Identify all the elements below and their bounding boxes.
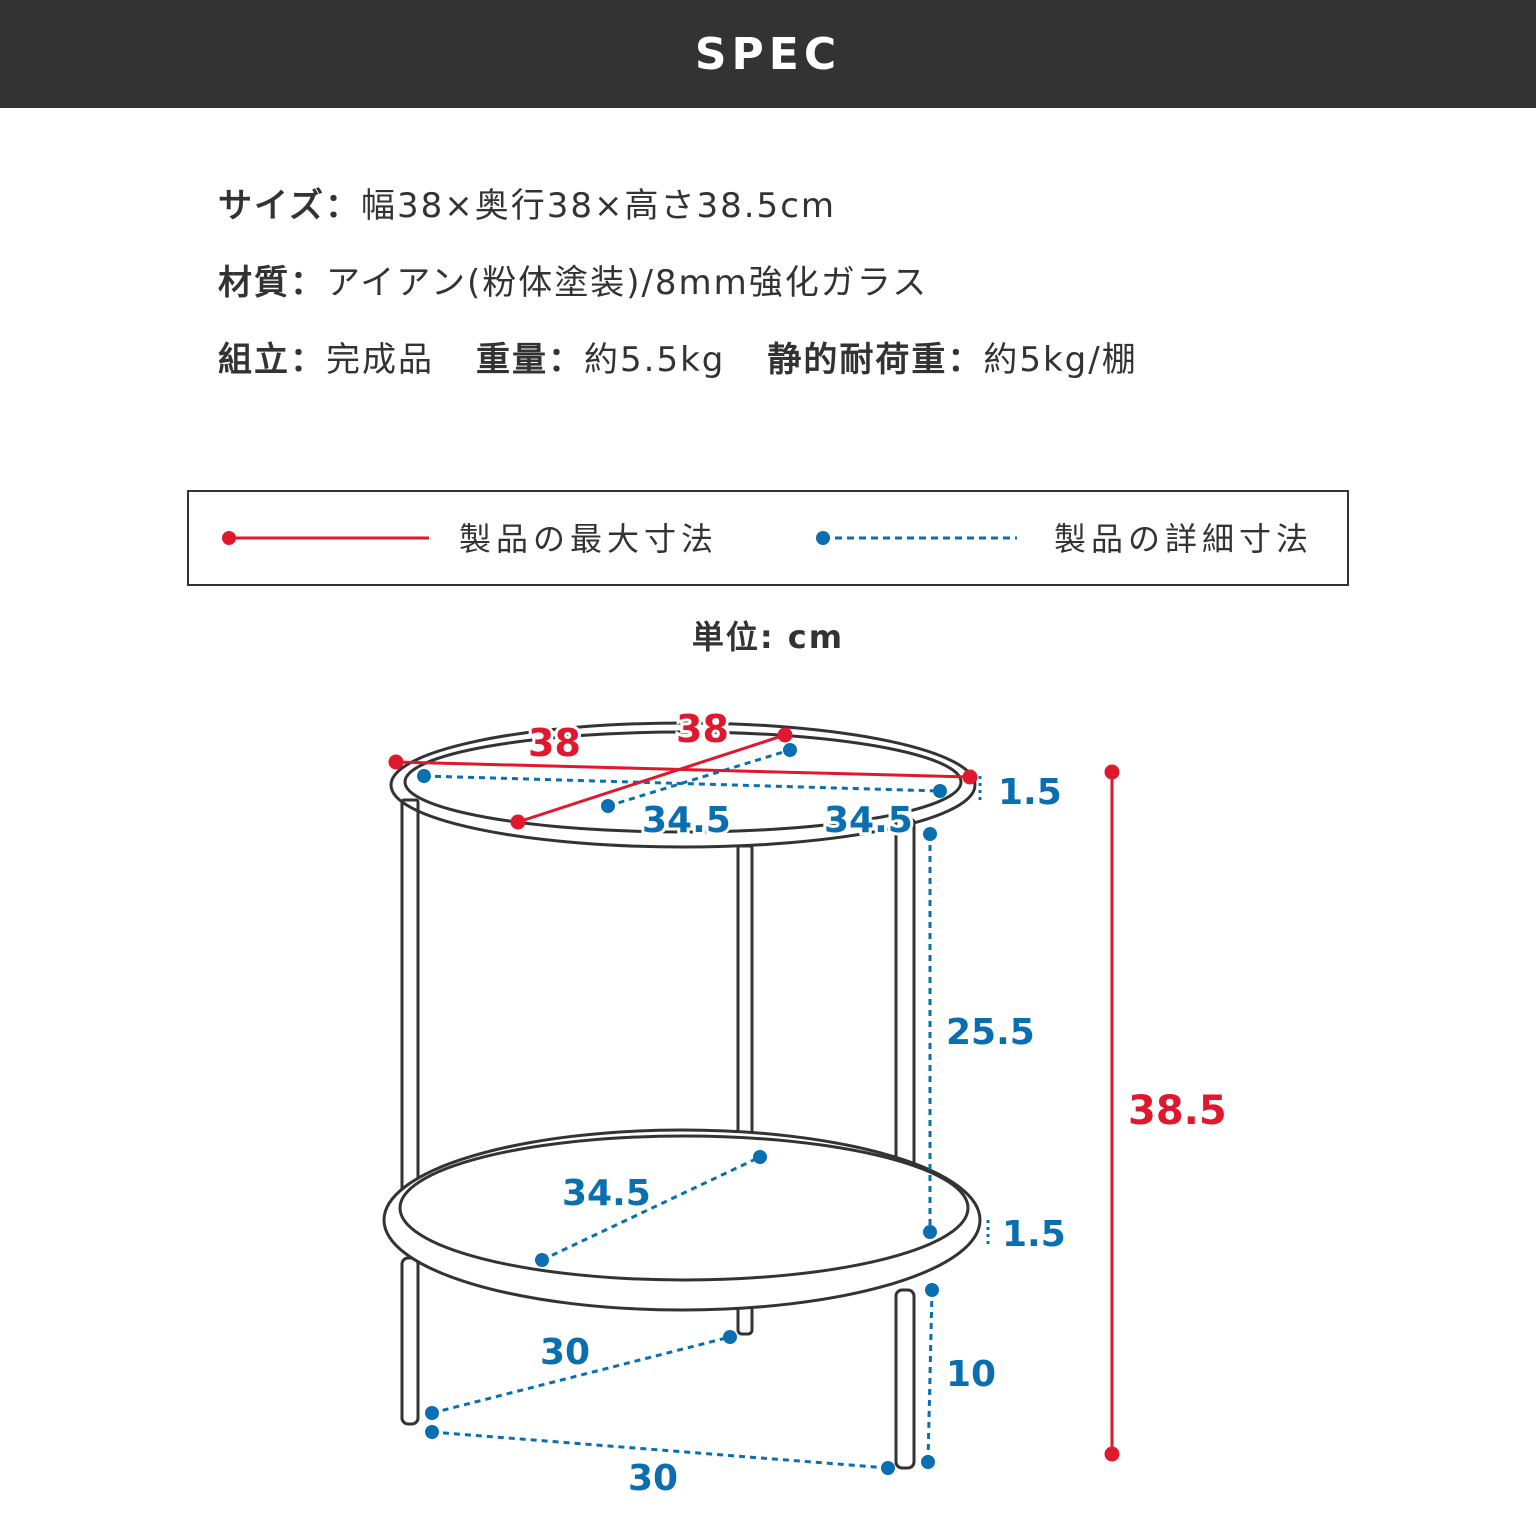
spec-assembly-label: 組立 (218, 340, 290, 380)
dim-dot-red (388, 754, 404, 770)
dim-line-top-depth (517, 733, 786, 824)
legend-swatches (222, 531, 1017, 545)
dim-line-top-inner-depth (607, 748, 791, 808)
spec-assembly-value: 完成品 (326, 340, 434, 380)
top-ring (389, 721, 977, 849)
label-leg-height: 10 (946, 1354, 996, 1395)
spec-size: サイズ：幅38×奥行38×高さ38.5cm (218, 178, 1138, 255)
bottom-shelf-outer (382, 1128, 982, 1312)
label-bottom-inner: 34.5 (562, 1173, 651, 1214)
table-legs (400, 798, 916, 1470)
dim-dot (425, 1425, 439, 1439)
dim-dot (921, 1455, 935, 1469)
dim-dot (923, 1225, 937, 1239)
leg-back (736, 844, 754, 1144)
dim-dot (417, 769, 431, 783)
leg-right-foot (894, 1288, 916, 1470)
dim-dot-red (510, 814, 526, 830)
spec-separator: ： (947, 340, 984, 380)
spec-size-label: サイズ (218, 186, 325, 226)
dim-dot (933, 784, 947, 798)
max-dim-dots (388, 727, 1120, 1462)
detail-dim-lines (423, 748, 990, 1470)
label-total-height: 38.5 (1128, 1088, 1227, 1134)
dimension-labels: 38 38 34.5 34.5 1.5 25.5 38.5 34.5 1.5 1… (525, 704, 1227, 1499)
label-top-depth: 38 (676, 707, 729, 751)
leg-left (400, 798, 420, 1222)
label-top-inner-width: 34.5 (642, 800, 731, 841)
label-top-inner-depth: 34.5 (824, 800, 913, 841)
spec-separator: ： (290, 263, 326, 303)
detail-dim-dots (417, 743, 947, 1475)
dim-dot (783, 743, 797, 757)
label-top-width: 38 (528, 721, 581, 765)
dim-dot (723, 1330, 737, 1344)
spec-material-value: アイアン(粉体塗装)/8mm強化ガラス (326, 263, 929, 303)
header-title: SPEC (694, 28, 842, 80)
legend-max-label: 製品の最大寸法 (459, 520, 719, 558)
top-ring-outer (389, 721, 977, 849)
dim-line-leg-span-a (431, 1335, 731, 1415)
spec-separator: ： (290, 340, 326, 380)
leg-left-foot (400, 1256, 420, 1426)
dim-dot (535, 1253, 549, 1267)
dim-dot (425, 1406, 439, 1420)
dim-dot (601, 799, 615, 813)
dim-dot-red (1104, 1446, 1120, 1462)
dim-dot (753, 1150, 767, 1164)
spec-material-label: 材質 (218, 263, 290, 303)
spec-separator: ： (548, 340, 584, 380)
spec-material: 材質：アイアン(粉体塗装)/8mm強化ガラス (218, 255, 1138, 332)
dim-dot-red (962, 769, 978, 785)
dim-line-leg-height (926, 1289, 934, 1463)
label-shelf-gap: 25.5 (946, 1012, 1035, 1053)
legend-box: 製品の最大寸法 製品の詳細寸法 (187, 490, 1349, 586)
label-bottom-thickness: 1.5 (1002, 1214, 1066, 1255)
max-dim-lines (395, 733, 1114, 1454)
dim-dot (925, 1283, 939, 1297)
top-ring-inner (403, 730, 963, 834)
bottom-shelf (382, 1128, 982, 1312)
label-leg-span-a: 30 (540, 1332, 590, 1373)
spec-weight-value: 約5.5kg (584, 340, 726, 380)
spec-separator: ： (324, 186, 361, 226)
spec-load-value: 約5kg/棚 (983, 340, 1138, 380)
bottom-shelf-inner (398, 1134, 970, 1282)
dim-dot-red (777, 727, 793, 743)
label-top-thickness: 1.5 (998, 772, 1062, 813)
spec-load-label: 静的耐荷重 (767, 340, 948, 380)
spec-list: サイズ：幅38×奥行38×高さ38.5cm 材質：アイアン(粉体塗装)/8mm強… (218, 178, 1138, 409)
spec-size-value: 幅38×奥行38×高さ38.5cm (360, 186, 837, 226)
unit-label: 単位: cm (691, 618, 845, 656)
dim-dot (923, 827, 937, 841)
header-bar: SPEC (0, 0, 1536, 108)
dim-dot-red (1104, 764, 1120, 780)
spec-weight-label: 重量 (476, 340, 548, 380)
label-leg-span-b: 30 (628, 1458, 678, 1499)
legend-detail-label: 製品の詳細寸法 (1054, 520, 1314, 558)
dim-line-bottom-inner (541, 1155, 761, 1262)
dim-dot (881, 1461, 895, 1475)
